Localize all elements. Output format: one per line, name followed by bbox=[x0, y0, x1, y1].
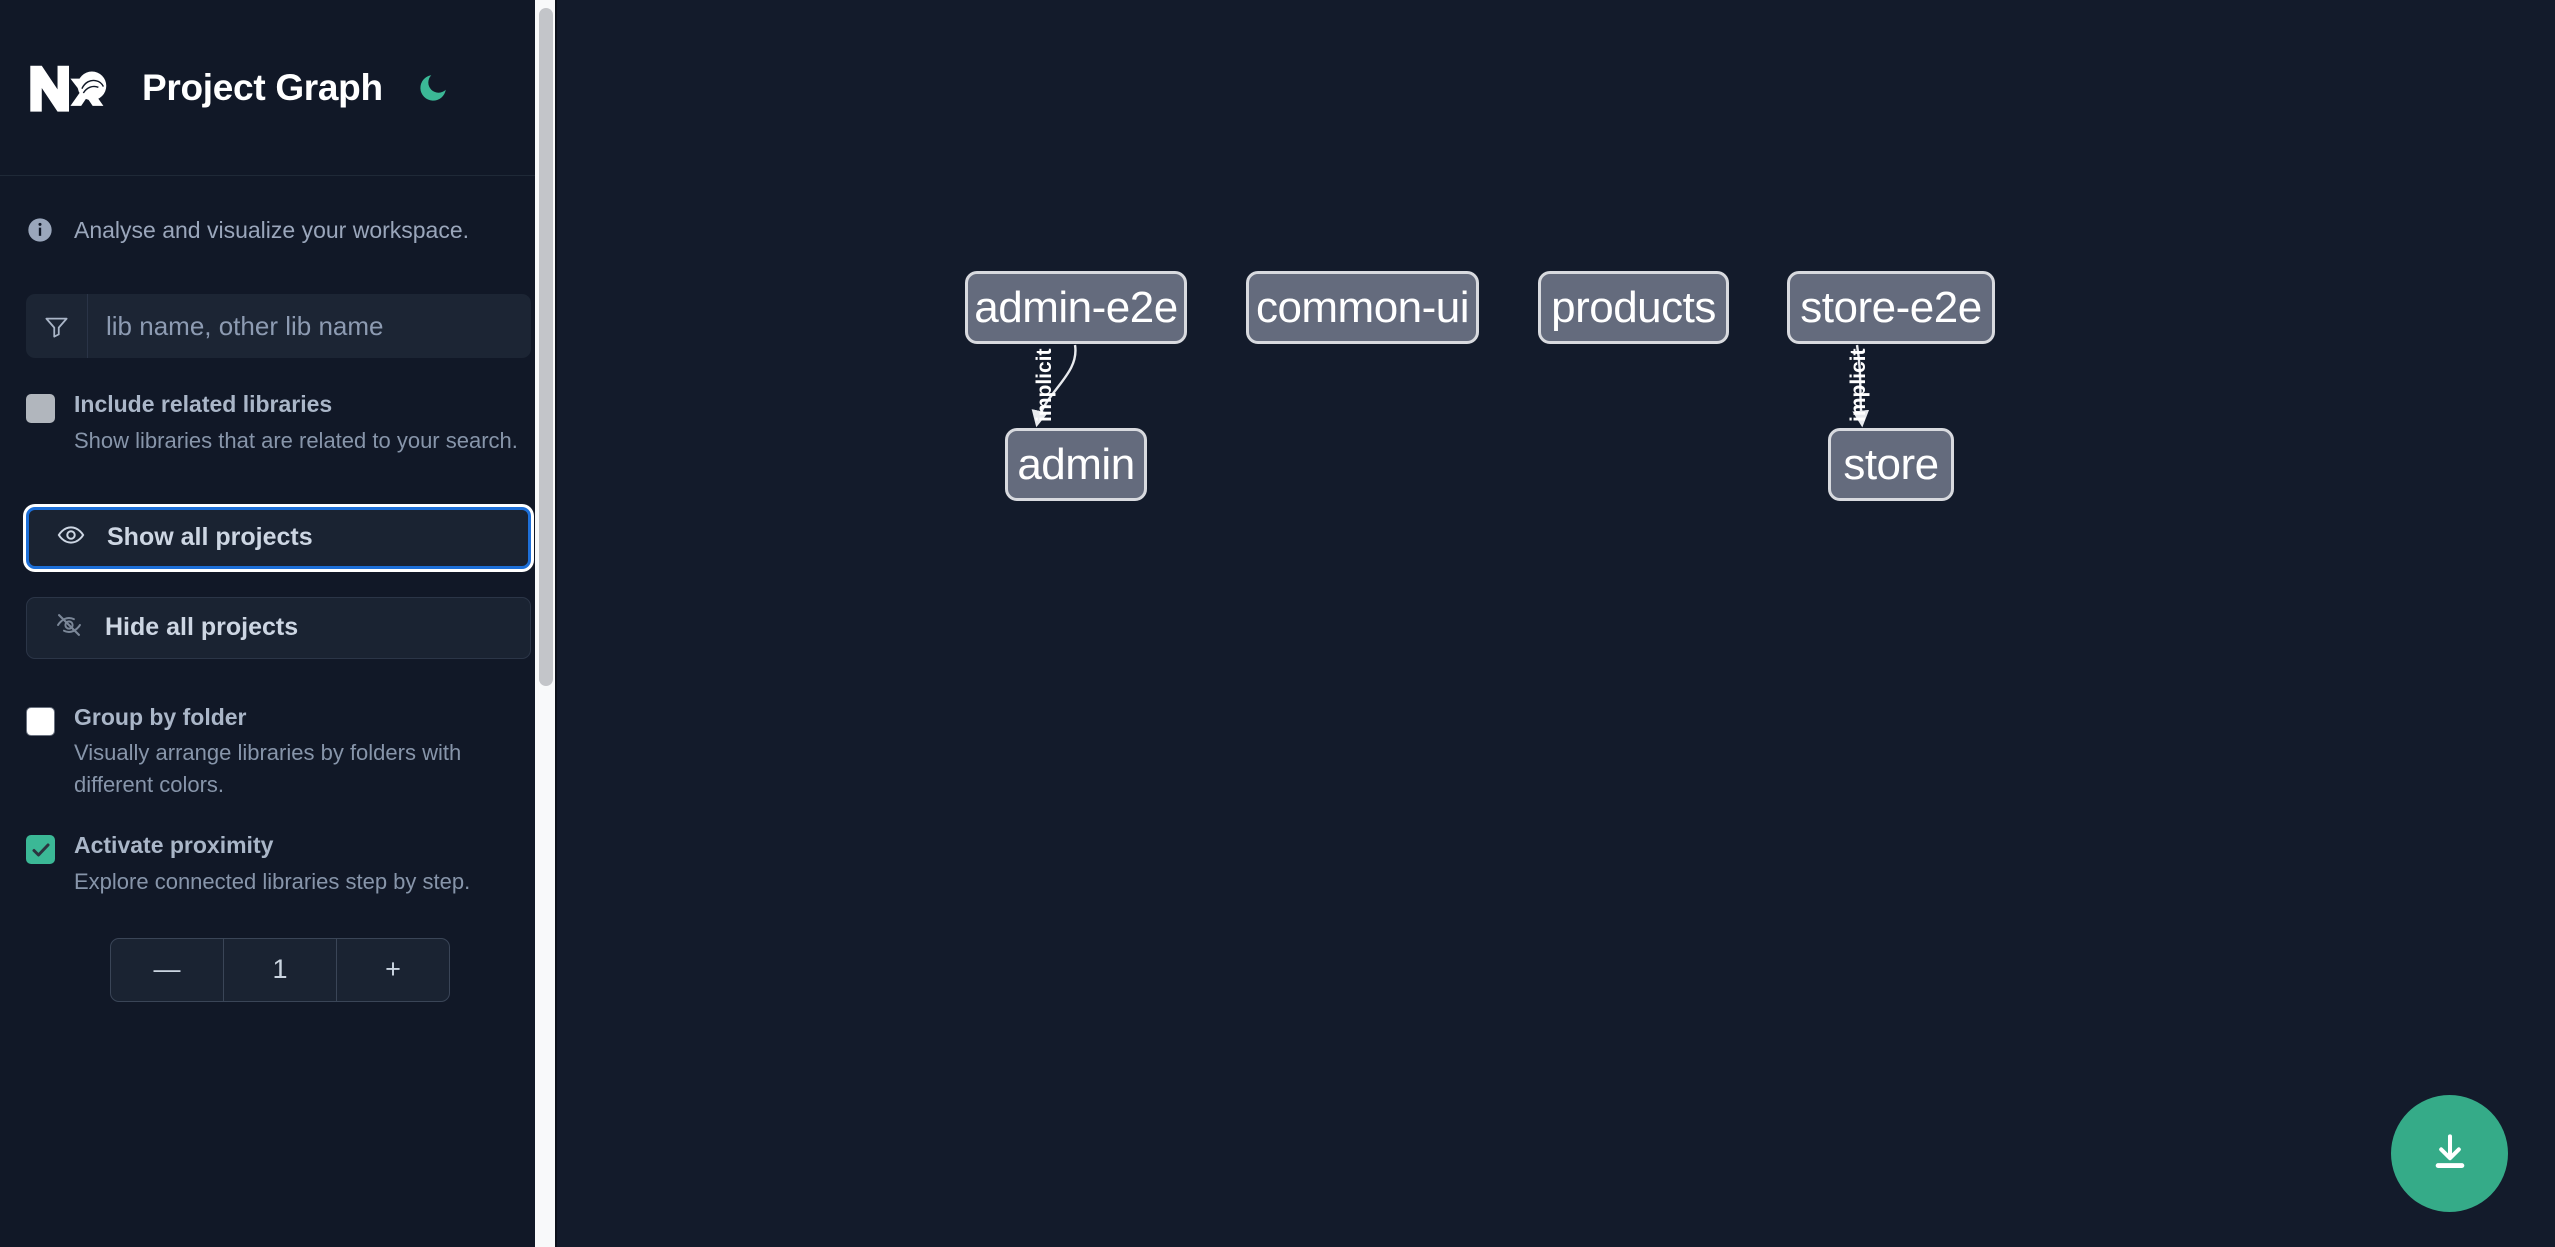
graph-node-admin-e2e[interactable]: admin-e2e bbox=[965, 271, 1187, 344]
eye-off-icon bbox=[55, 611, 83, 644]
group-by-folder-checkbox[interactable] bbox=[26, 706, 55, 736]
search-input[interactable] bbox=[88, 294, 531, 358]
option-include-related-libraries[interactable]: Include related libraries Show libraries… bbox=[26, 390, 531, 457]
tagline-text: Analyse and visualize your workspace. bbox=[74, 216, 470, 243]
hide-all-projects-button[interactable]: Hide all projects bbox=[26, 596, 531, 659]
edge-label-implicit-admin: implicit bbox=[1033, 348, 1056, 422]
option-description: Explore connected libraries step by step… bbox=[74, 868, 471, 894]
show-all-projects-button[interactable]: Show all projects bbox=[26, 506, 531, 569]
graph-node-store[interactable]: store bbox=[1828, 428, 1954, 501]
graph-node-admin[interactable]: admin bbox=[1005, 428, 1147, 501]
sidebar-body: Analyse and visualize your workspace. In… bbox=[0, 176, 557, 1002]
option-text: Group by folder Visually arrange librari… bbox=[74, 703, 524, 802]
proximity-stepper: — 1 + bbox=[110, 937, 450, 1002]
hide-all-projects-label: Hide all projects bbox=[105, 613, 299, 642]
edge-store-e2e-to-store bbox=[1852, 344, 1870, 428]
option-title: Activate proximity bbox=[74, 832, 274, 859]
option-description: Show libraries that are related to your … bbox=[74, 427, 518, 453]
option-text: Activate proximity Explore connected lib… bbox=[74, 831, 470, 898]
moon-icon[interactable] bbox=[413, 68, 453, 108]
proximity-decrement-button[interactable]: — bbox=[153, 954, 181, 985]
activate-proximity-checkbox[interactable] bbox=[26, 835, 55, 865]
option-title: Include related libraries bbox=[74, 391, 333, 417]
option-activate-proximity[interactable]: Activate proximity Explore connected lib… bbox=[26, 831, 531, 898]
graph-canvas[interactable]: admin-e2e common-ui products store-e2e a… bbox=[557, 0, 2555, 1247]
sidebar-header: Project Graph bbox=[0, 0, 557, 176]
edge-admin-e2e-to-admin bbox=[1031, 344, 1077, 428]
sidebar-scrollbar-thumb[interactable] bbox=[539, 8, 553, 686]
sidebar-scrollbar[interactable] bbox=[535, 0, 557, 1247]
tagline: Analyse and visualize your workspace. bbox=[0, 176, 557, 244]
option-description: Visually arrange libraries by folders wi… bbox=[74, 740, 462, 798]
eye-icon bbox=[57, 521, 85, 554]
page-title: Project Graph bbox=[142, 66, 383, 108]
proximity-increment-button[interactable]: + bbox=[385, 954, 401, 985]
include-related-libraries-checkbox[interactable] bbox=[26, 394, 55, 423]
graph-node-common-ui[interactable]: common-ui bbox=[1246, 271, 1479, 344]
edge-label-implicit-store: implicit bbox=[1847, 348, 1870, 422]
download-image-button[interactable] bbox=[2391, 1095, 2508, 1212]
nx-logo-icon bbox=[26, 60, 112, 116]
download-icon bbox=[2428, 1130, 2472, 1177]
graph-node-store-e2e[interactable]: store-e2e bbox=[1787, 271, 1995, 344]
show-all-projects-label: Show all projects bbox=[107, 523, 313, 552]
proximity-value: 1 bbox=[223, 938, 337, 1001]
option-group-by-folder[interactable]: Group by folder Visually arrange librari… bbox=[26, 703, 531, 802]
filter-icon bbox=[26, 294, 88, 358]
graph-node-products[interactable]: products bbox=[1538, 271, 1729, 344]
info-icon bbox=[26, 216, 54, 244]
option-text: Include related libraries Show libraries… bbox=[74, 390, 518, 457]
option-title: Group by folder bbox=[74, 703, 247, 730]
sidebar: Project Graph Analyse and visualize your… bbox=[0, 0, 557, 1247]
sidebar-divider bbox=[555, 0, 557, 1247]
graph-edges bbox=[1031, 344, 1870, 428]
search-row bbox=[26, 294, 531, 358]
